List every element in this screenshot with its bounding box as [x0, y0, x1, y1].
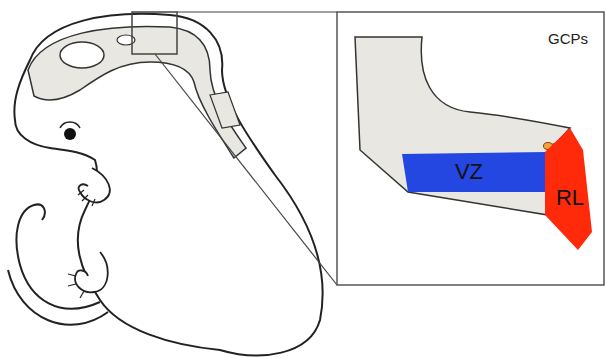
tail [8, 270, 108, 325]
cerebellar-primordium [355, 37, 570, 215]
eye [64, 128, 76, 140]
hindlimb [75, 252, 108, 292]
forelimb-digits [78, 190, 95, 206]
eye-lid [60, 122, 80, 128]
embryo-outline [14, 14, 322, 356]
band-fill [402, 152, 548, 192]
hindlimb-digits [68, 274, 84, 298]
brain-tissue [28, 26, 246, 158]
cell-label: GCPs [548, 30, 588, 47]
rhombic-lip: RL [545, 120, 595, 252]
region-label: RL [556, 185, 584, 211]
zoom-leader [155, 54, 337, 285]
brain-ventricle [60, 42, 104, 68]
inset-frame [337, 12, 604, 285]
zoom-box [132, 12, 177, 54]
forelimb [79, 168, 110, 202]
zoom-leader [177, 11, 337, 12]
band-fill [545, 128, 592, 250]
tail [16, 204, 100, 308]
spinal-cord [210, 92, 240, 128]
ventricular-zone: VZ [402, 152, 548, 192]
region-label: VZ [455, 159, 483, 185]
